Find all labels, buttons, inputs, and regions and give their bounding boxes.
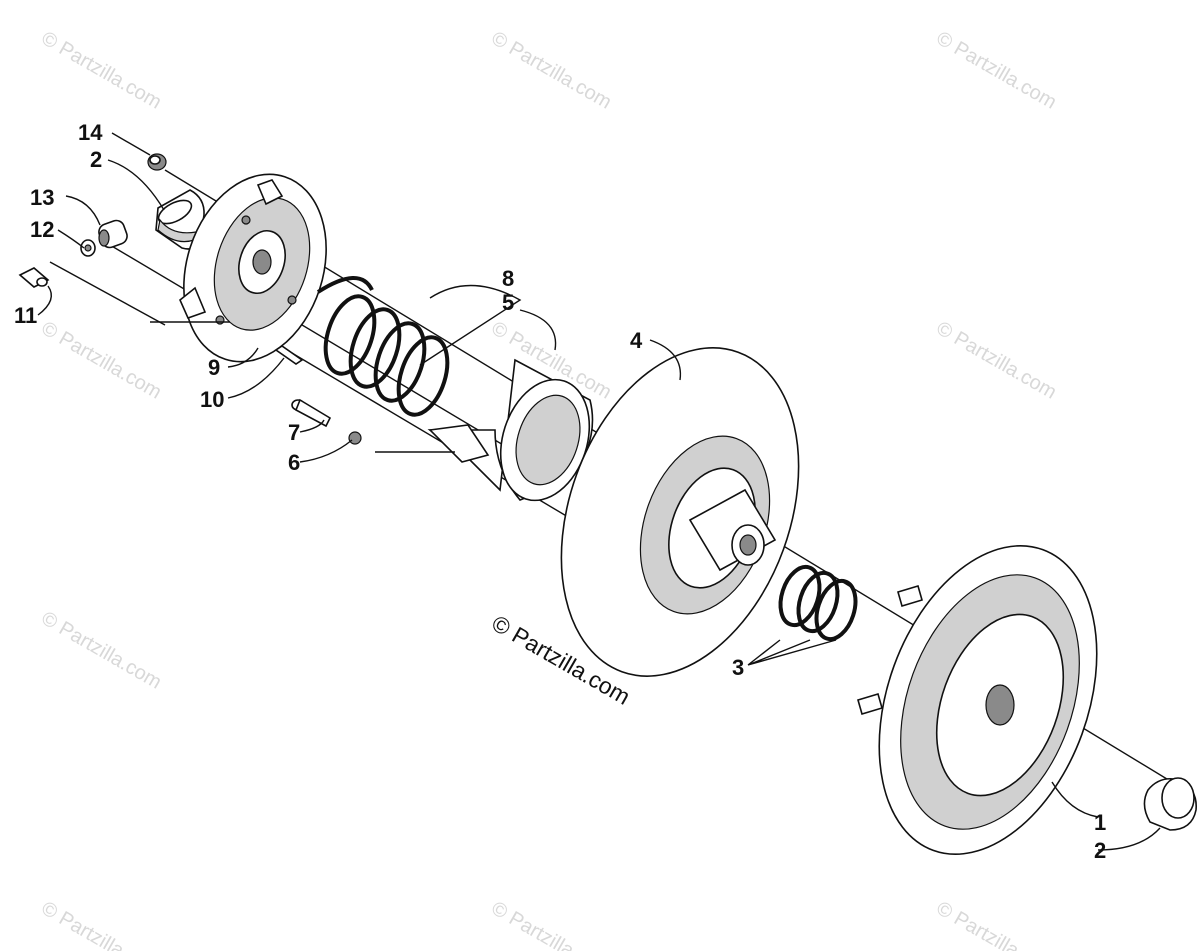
part-3-springs (778, 564, 858, 642)
watermark-text: © Partzilla.com (38, 27, 166, 113)
callout-9: 9 (208, 355, 220, 380)
part-2-bushing-top (155, 189, 205, 250)
part-7-bolt (291, 398, 332, 428)
callout-8: 8 (502, 266, 514, 291)
watermark-text: © Partzilla.com (38, 607, 166, 693)
callouts: 14 2 13 12 11 9 10 8 5 4 7 6 3 1 2 (14, 120, 1106, 863)
watermark-text: © Partzilla.com (38, 317, 166, 403)
part-4-sheave (560, 347, 800, 677)
callout-1: 1 (1094, 810, 1106, 835)
watermark-text: © Partzilla.com (933, 27, 1061, 113)
callout-11: 11 (14, 303, 37, 328)
watermark-text: © Partzilla.com (933, 317, 1061, 403)
callout-14: 14 (78, 120, 103, 145)
part-9-cam-plate (179, 173, 327, 363)
callout-leaders (37, 132, 1161, 851)
callout-5: 5 (502, 290, 514, 315)
watermark-text: © Partzilla.com (488, 897, 616, 951)
part-13-roller (98, 219, 128, 249)
callout-2-top: 2 (90, 147, 102, 172)
watermark-text: © Partzilla.com (488, 27, 616, 113)
part-2-bushing-bottom (1143, 777, 1197, 831)
part-12-washer (80, 239, 96, 257)
part-10-pin (274, 345, 304, 365)
part-1-fixed-sheave (857, 545, 1098, 855)
callout-7: 7 (288, 420, 300, 445)
callout-2-bottom: 2 (1094, 838, 1106, 863)
callout-13: 13 (30, 185, 54, 210)
watermark-text: © Partzilla.com (933, 897, 1061, 951)
watermark-text: © Partzilla.com (38, 897, 166, 951)
callout-10: 10 (200, 387, 224, 412)
callout-6: 6 (288, 450, 300, 475)
part-5-helix (427, 358, 594, 502)
part-6-nut (348, 431, 362, 445)
part-8-spring (316, 276, 450, 417)
part-11-pin (18, 267, 50, 288)
callout-3: 3 (732, 655, 744, 680)
callout-12: 12 (30, 217, 54, 242)
part-14-nut (147, 153, 167, 171)
callout-4: 4 (630, 328, 643, 353)
